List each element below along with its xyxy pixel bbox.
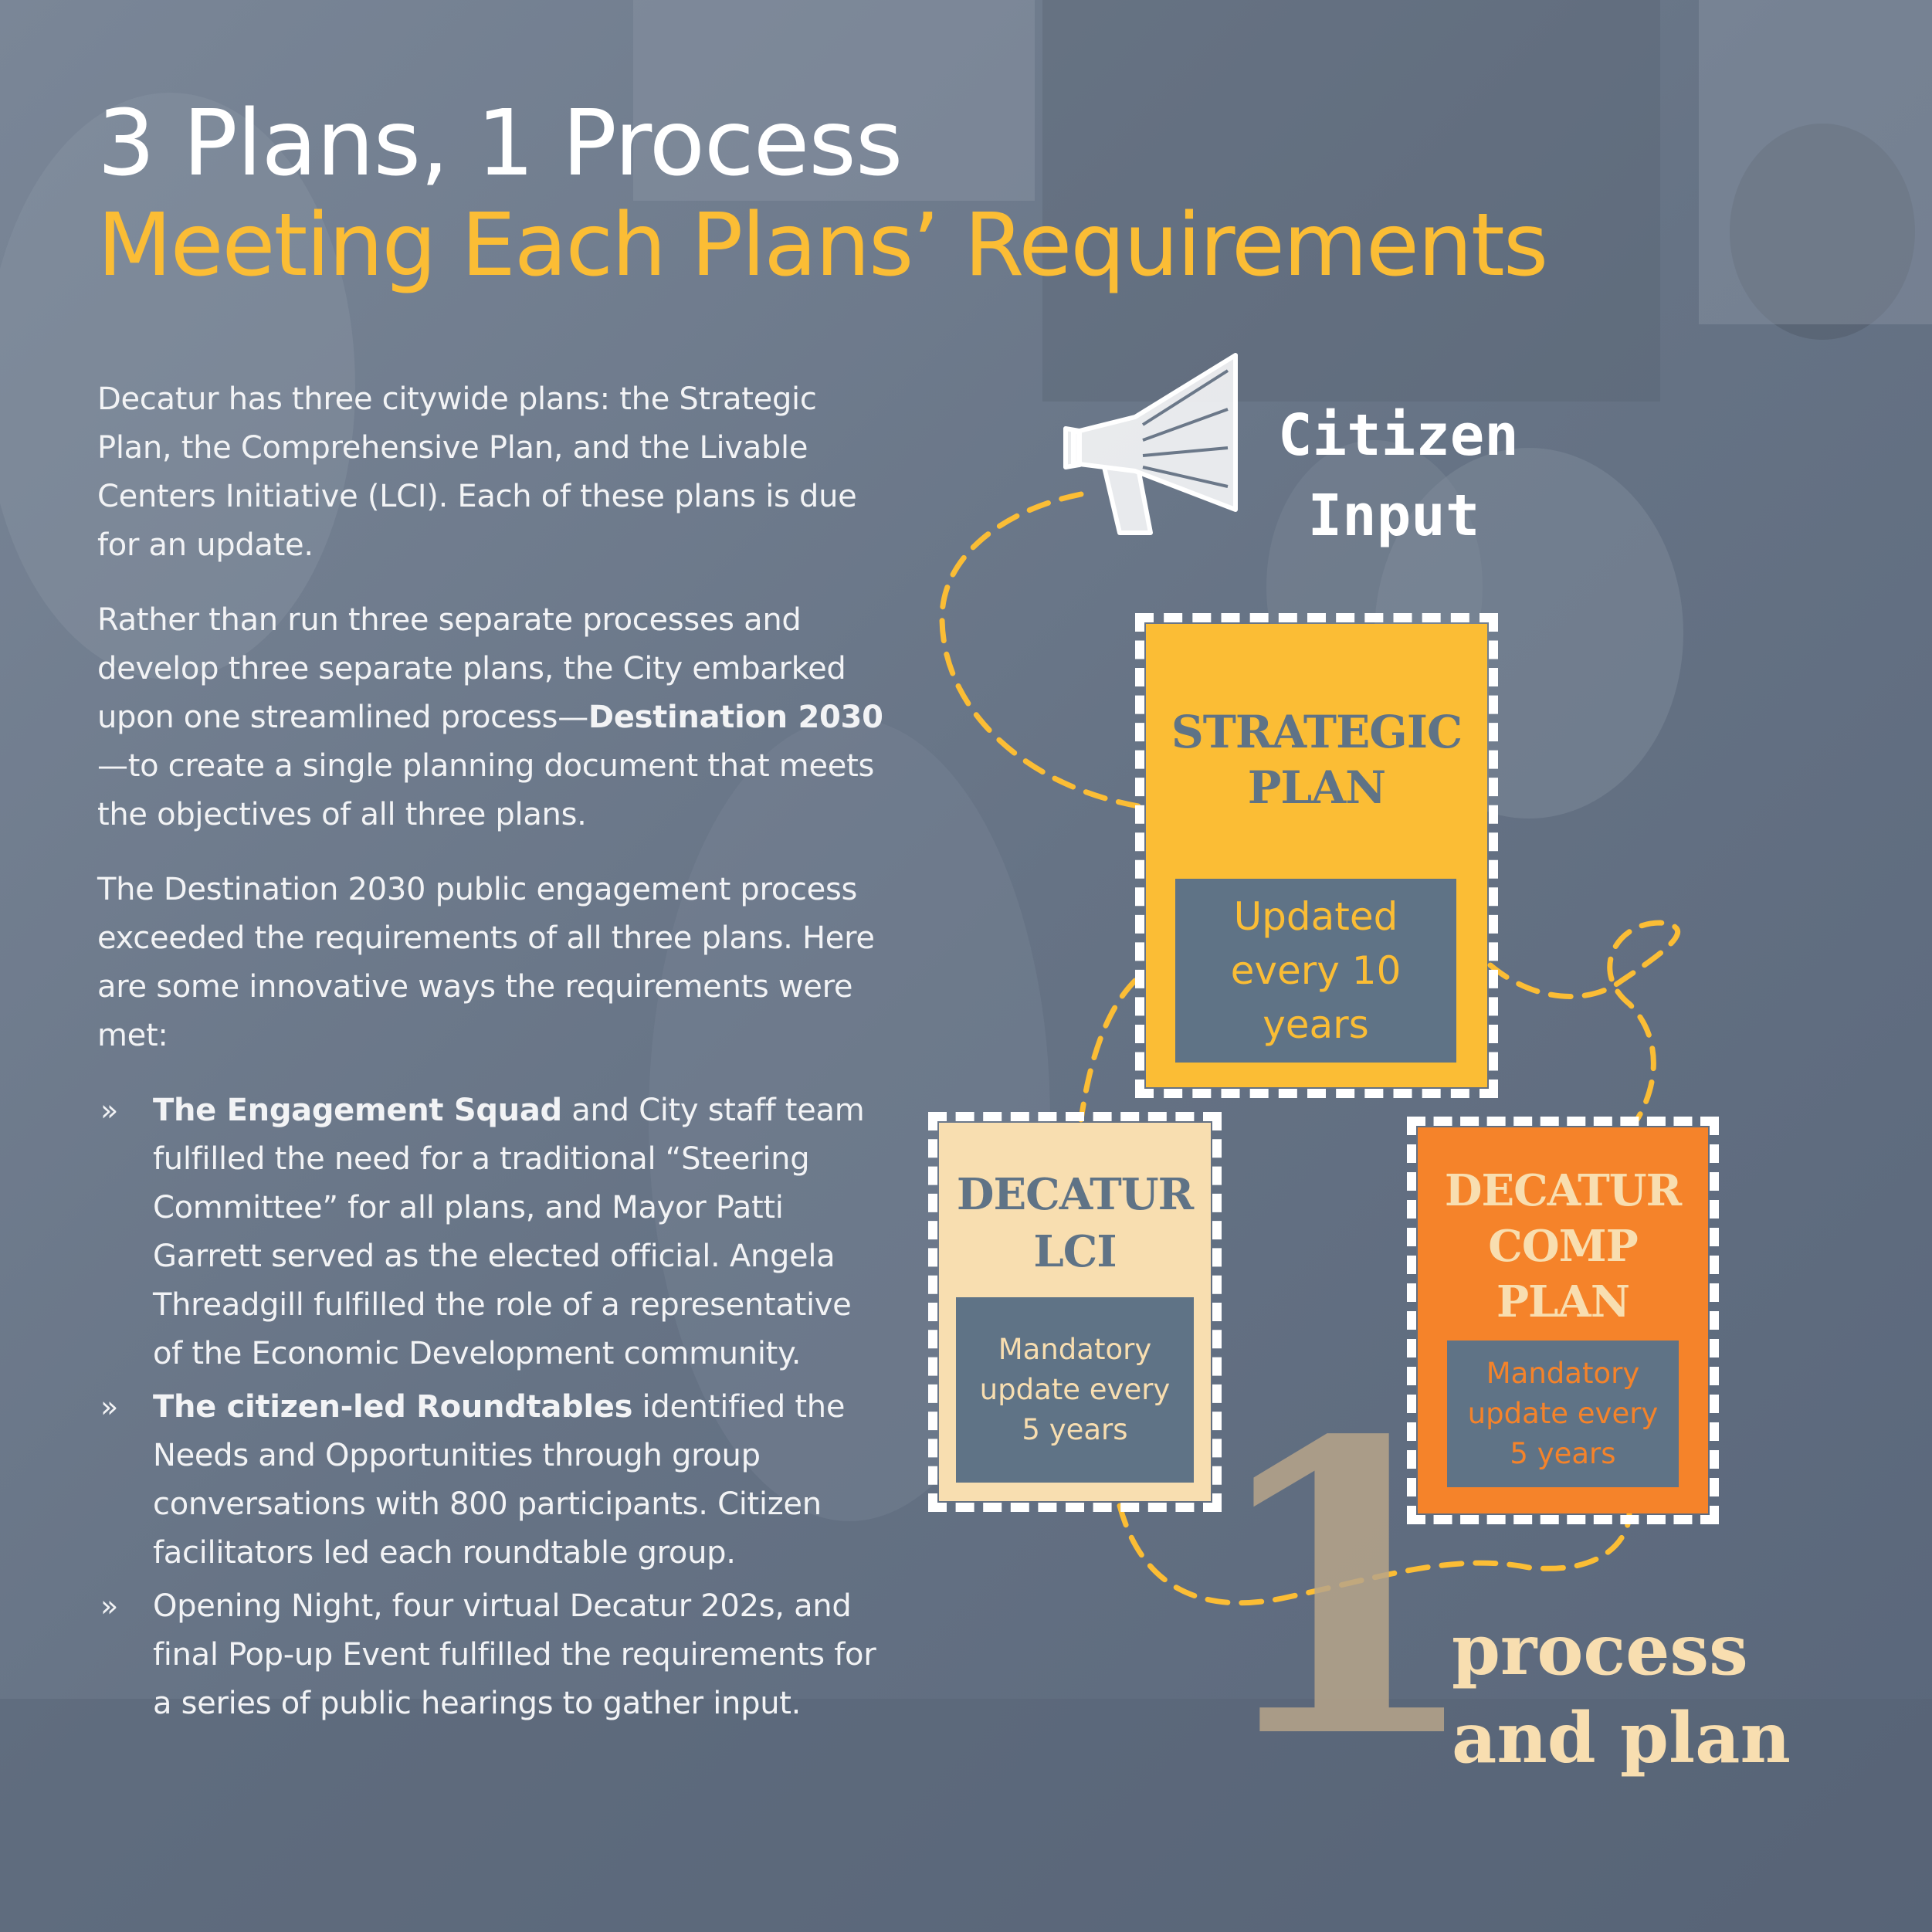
process-line1: process: [1452, 1609, 1748, 1691]
citizen-input-label: Citizen Input: [1278, 395, 1519, 556]
decatur-lci-note-line3: 5 years: [1022, 1413, 1128, 1446]
decatur-comp-plan-note-line3: 5 years: [1510, 1437, 1616, 1470]
megaphone-icon: [1063, 353, 1238, 535]
decatur-comp-plan-note-line1: Mandatory: [1486, 1357, 1640, 1390]
big-number-one: 1: [1205, 1354, 1484, 1826]
decatur-lci-title-line1: Decatur: [956, 1169, 1194, 1220]
strategic-plan-card: Strategic Plan Updated every 10 years: [1135, 613, 1498, 1098]
list-item: » Opening Night, four virtual Decatur 20…: [97, 1582, 885, 1728]
decatur-comp-plan-title-line1: Decatur: [1444, 1165, 1682, 1216]
strategic-plan-title-line2: Plan: [1247, 761, 1386, 814]
process-line2: and plan: [1452, 1697, 1791, 1779]
strategic-plan-title: Strategic Plan: [1146, 704, 1487, 815]
bullet-marker: »: [100, 1390, 118, 1424]
decatur-lci-card: Decatur LCI Mandatory update every 5 yea…: [928, 1112, 1222, 1512]
process-and-plan-label: process and plan: [1452, 1606, 1791, 1782]
paragraph-process: Rather than run three separate processes…: [97, 596, 885, 839]
list-item-text: and City staff team fulfilled the need f…: [153, 1093, 865, 1371]
bullet-marker: »: [100, 1093, 118, 1127]
strategic-plan-note-line1: Updated: [1233, 894, 1398, 939]
decatur-lci-note: Mandatory update every 5 years: [956, 1297, 1194, 1483]
list-item-text: identified the Needs and Opportunities t…: [153, 1389, 846, 1571]
decatur-comp-plan-title: Decatur Comp Plan: [1418, 1163, 1708, 1330]
paragraph-intro: Decatur has three citywide plans: the St…: [97, 381, 857, 563]
bullet-marker: »: [100, 1589, 118, 1623]
list-item-bold: The citizen-led Roundtables: [153, 1389, 633, 1425]
decatur-lci-title: Decatur LCI: [939, 1166, 1211, 1280]
list-item: » The citizen-led Roundtables identified…: [97, 1383, 885, 1578]
strategic-plan-title-line1: Strategic: [1171, 706, 1463, 758]
paragraph-process-text-b: —to create a single planning document th…: [97, 748, 874, 832]
paragraph-engagement: The Destination 2030 public engagement p…: [97, 872, 875, 1053]
strategic-plan-note: Updated every 10 years: [1175, 879, 1456, 1063]
decatur-lci-title-line2: LCI: [1033, 1226, 1117, 1277]
strategic-plan-note-line2: every 10: [1230, 948, 1402, 993]
body-text: Decatur has three citywide plans: the St…: [97, 375, 885, 1733]
list-item-text: Opening Night, four virtual Decatur 202s…: [153, 1588, 876, 1721]
strategic-plan-note-line3: years: [1263, 1002, 1369, 1047]
decatur-comp-plan-note: Mandatory update every 5 years: [1447, 1341, 1679, 1487]
decatur-lci-note-line2: update every: [979, 1373, 1171, 1406]
decatur-lci-note-line1: Mandatory: [998, 1333, 1152, 1366]
list-item: » The Engagement Squad and City staff te…: [97, 1086, 885, 1378]
list-item-bold: The Engagement Squad: [153, 1093, 562, 1128]
citizen-input-line1: Citizen: [1278, 402, 1519, 469]
decatur-comp-plan-title-line2: Comp: [1488, 1221, 1638, 1272]
page-subtitle: Meeting Each Plans’ Requirements: [97, 195, 1548, 296]
decatur-comp-plan-note-line2: update every: [1467, 1397, 1659, 1430]
citizen-input-line2: Input: [1307, 483, 1480, 549]
paragraph-process-text-a: Rather than run three separate processes…: [97, 602, 846, 735]
page-title: 3 Plans, 1 Process: [97, 90, 903, 196]
destination-2030-emphasis: Destination 2030: [588, 700, 883, 735]
requirements-list: » The Engagement Squad and City staff te…: [97, 1086, 885, 1728]
decatur-comp-plan-title-line3: Plan: [1496, 1276, 1630, 1327]
